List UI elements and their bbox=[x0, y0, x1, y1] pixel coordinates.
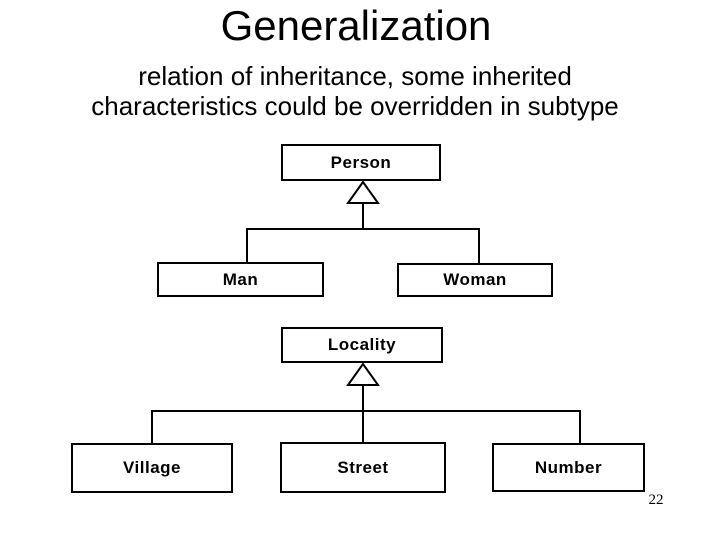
slide-subtitle: relation of inheritance, some inherited … bbox=[0, 61, 710, 121]
page-number: 22 bbox=[648, 492, 664, 508]
diagram-node-street: Street bbox=[280, 442, 446, 493]
diagram-node-person: Person bbox=[281, 144, 441, 181]
diagram-node-village: Village bbox=[71, 443, 233, 493]
subtitle-line-1: relation of inheritance, some inherited bbox=[138, 61, 572, 91]
generalization-triangle-icon bbox=[346, 180, 380, 204]
diagram-node-number: Number bbox=[492, 443, 645, 492]
slide-title: Generalization bbox=[220, 2, 492, 49]
generalization-triangle-icon bbox=[346, 362, 380, 386]
subtitle-line-2: characteristics could be overridden in s… bbox=[91, 91, 619, 121]
diagram-node-man: Man bbox=[157, 262, 324, 297]
diagram-node-locality: Locality bbox=[281, 327, 443, 363]
diagram-node-woman: Woman bbox=[397, 263, 553, 297]
